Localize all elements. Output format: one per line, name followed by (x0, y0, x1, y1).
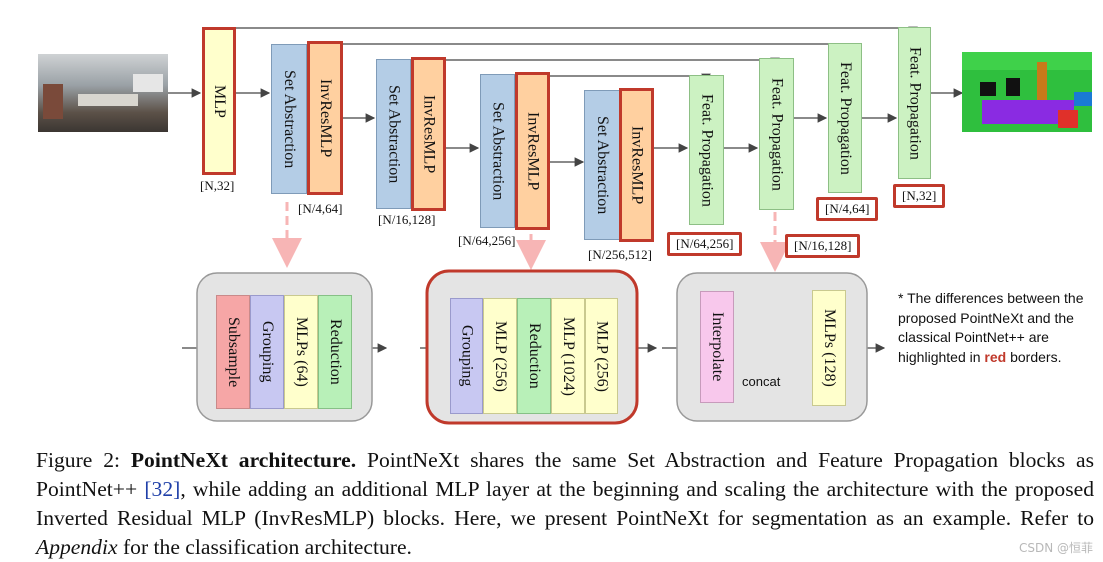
citation-link[interactable]: [32] (144, 477, 181, 501)
sa-grouping-block: Grouping (250, 295, 284, 409)
mlp-block: MLP (202, 27, 236, 175)
fp-mlps-block: MLPs (128) (812, 290, 846, 406)
caption-bold-title: PointNeXt architecture. (130, 448, 357, 472)
irm-mlp256-block-b: MLP (256) (585, 298, 618, 414)
fp-interpolate-block: Interpolate (700, 291, 734, 403)
irm-grouping-block: Grouping (450, 298, 483, 414)
input-point-cloud-image (38, 54, 168, 132)
feat-propagation-block-4: Feat. Propagation (898, 27, 931, 179)
set-abstraction-block-2: Set Abstraction (376, 59, 411, 209)
irm-reduction-block: Reduction (517, 298, 551, 414)
concat-label: concat (742, 374, 781, 389)
watermark: CSDN @恒菲 (1018, 541, 1093, 555)
invresmlp-block-1: InvResMLP (307, 41, 343, 195)
note-suffix: borders. (1010, 348, 1062, 365)
fp2-dim-label: [N/16,128] (785, 234, 861, 258)
invresmlp-block-3: InvResMLP (515, 72, 550, 230)
note-highlight: red (984, 348, 1007, 365)
differences-note: * The differences between the proposed P… (898, 289, 1088, 367)
figure-caption: Figure 2: PointNeXt architecture. PointN… (36, 446, 1094, 562)
stage4-dim-label: [N/256,512] (588, 247, 652, 262)
mlp-dim-label: [N,32] (200, 178, 235, 193)
note-text: * The differences between the proposed P… (898, 290, 1084, 365)
sa-subsample-block: Subsample (216, 295, 250, 409)
irm-mlp256-block-a: MLP (256) (483, 298, 517, 414)
sa-mlps-block: MLPs (64) (284, 295, 318, 409)
fp1-dim-label: [N/64,256] (667, 232, 743, 256)
stage1-dim-label: [N/4,64] (298, 201, 343, 216)
feat-propagation-block-1: Feat. Propagation (689, 75, 724, 225)
set-abstraction-block-3: Set Abstraction (480, 74, 515, 228)
stage3-dim-label: [N/64,256] (458, 233, 516, 248)
stage2-dim-label: [N/16,128] (378, 212, 436, 227)
caption-appendix: Appendix (36, 535, 118, 559)
irm-mlp1024-block: MLP (1024) (551, 298, 585, 414)
feat-propagation-block-3: Feat. Propagation (828, 43, 862, 193)
set-abstraction-block-1: Set Abstraction (271, 44, 307, 194)
fp4-dim-label: [N,32] (893, 184, 946, 208)
sa-reduction-block: Reduction (318, 295, 352, 409)
feat-propagation-block-2: Feat. Propagation (759, 58, 794, 210)
caption-part1: PointNeXt shares the same Set Abstractio… (36, 448, 1095, 501)
fp3-dim-label: [N/4,64] (816, 197, 879, 221)
caption-part3: for the classification architecture. (122, 535, 412, 559)
caption-part2: , while adding an additional MLP layer a… (36, 477, 1094, 530)
set-abstraction-block-4: Set Abstraction (584, 90, 620, 240)
caption-label: Figure 2: (36, 448, 120, 472)
invresmlp-block-2: InvResMLP (411, 57, 446, 211)
invresmlp-block-4: InvResMLP (619, 88, 654, 242)
segmentation-output-image (962, 52, 1092, 132)
